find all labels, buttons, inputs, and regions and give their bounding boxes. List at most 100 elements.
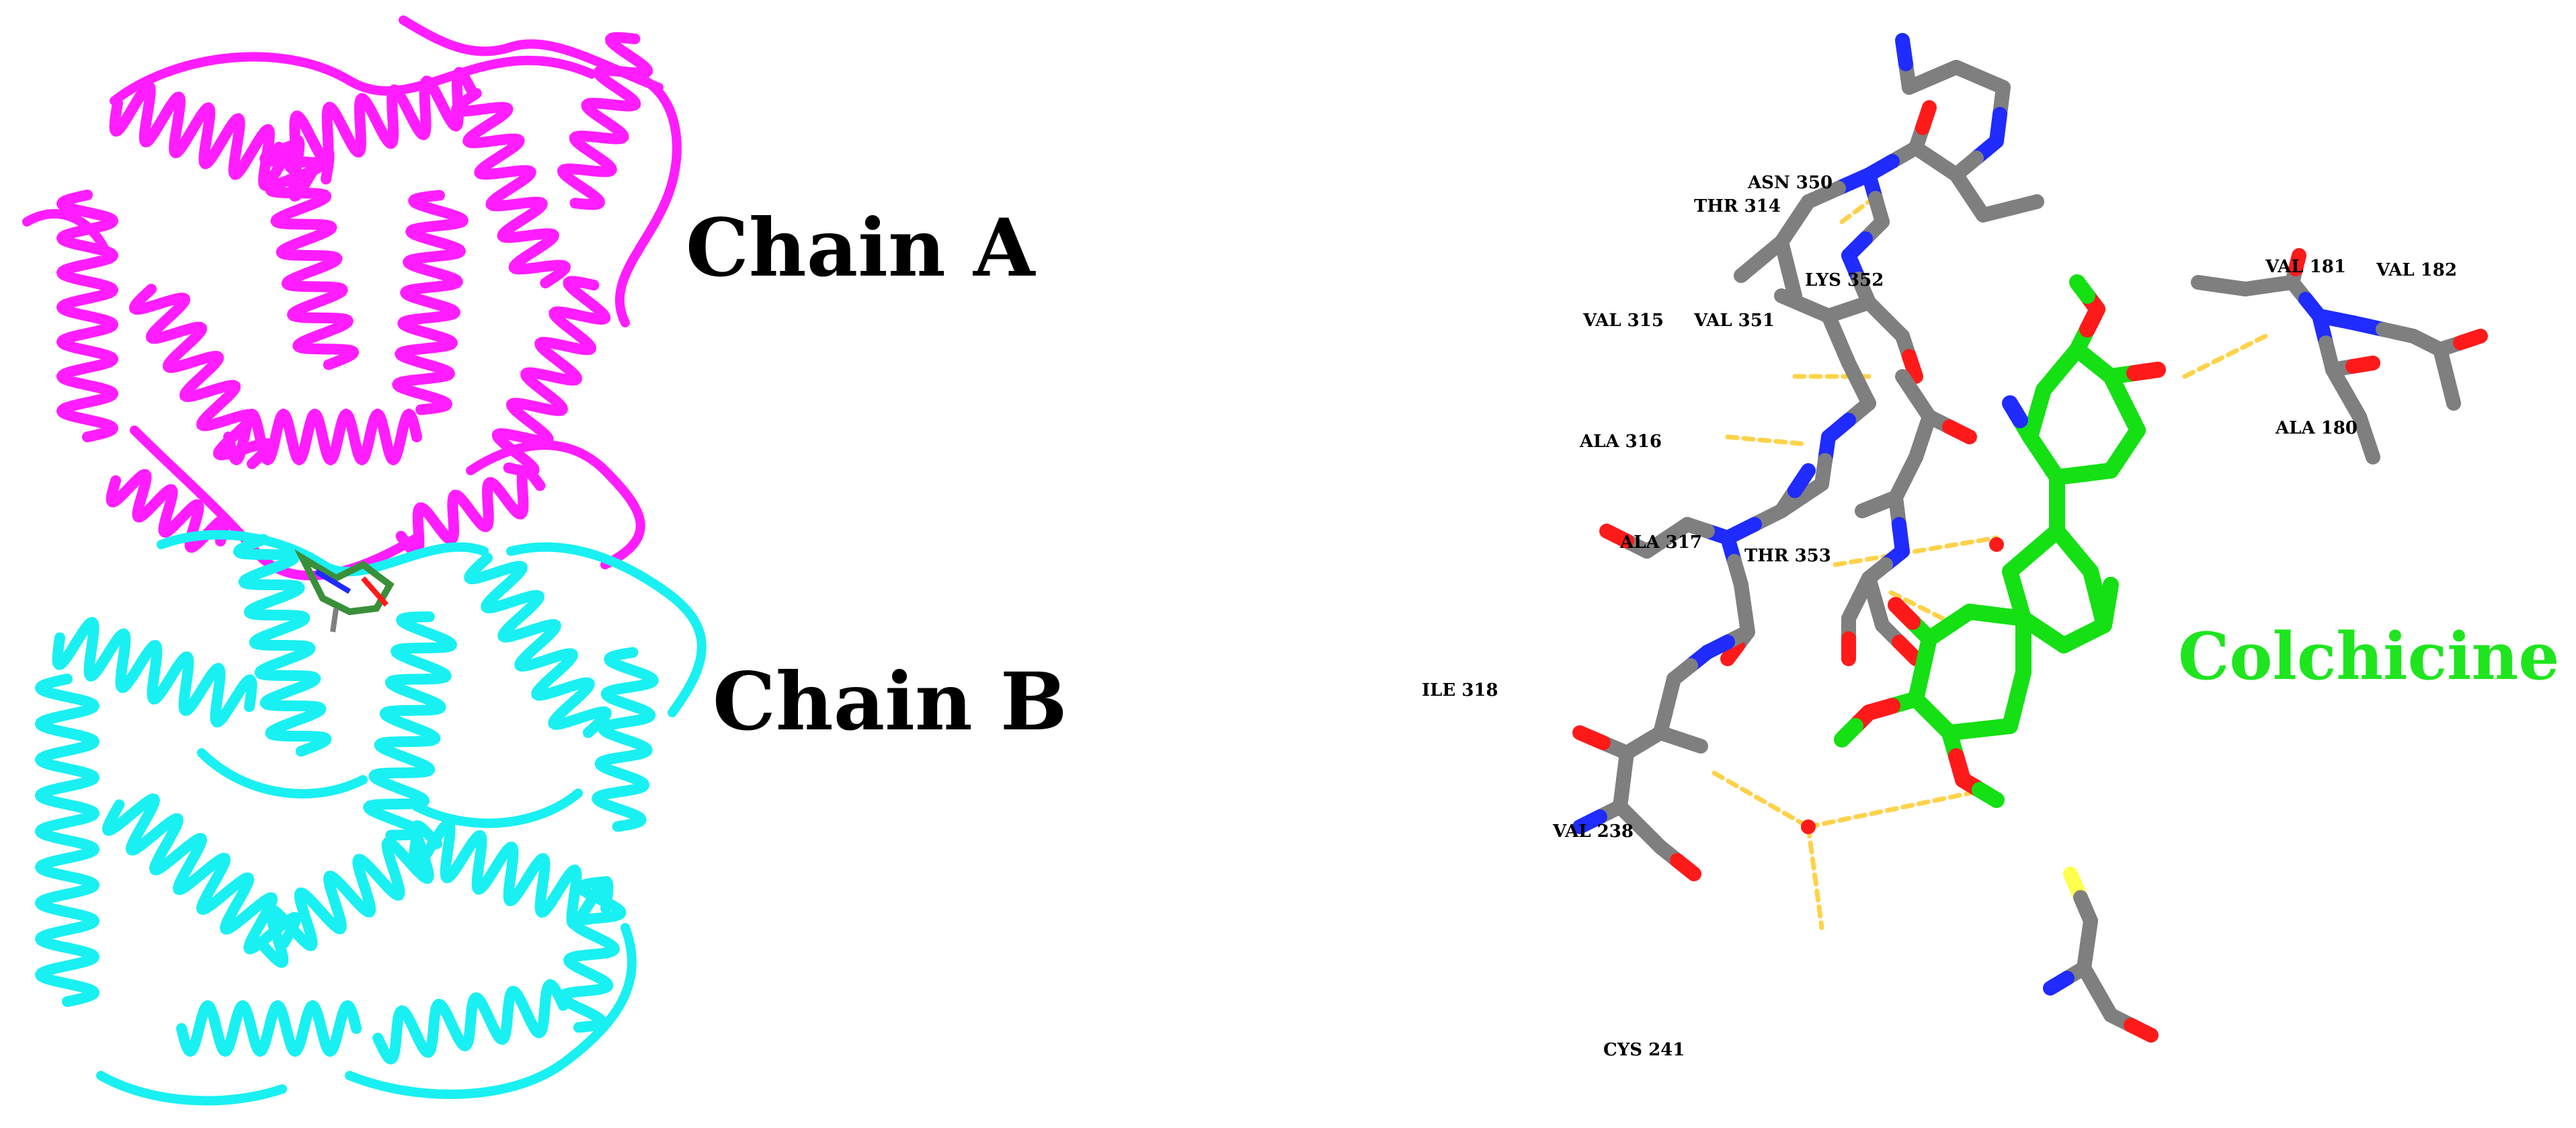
residue-label-ala316: ALA 316 [1579,432,1662,452]
chain-b-helix [257,820,442,968]
chain-a-helix [395,464,546,558]
chain-a-ribbon [22,15,682,581]
chain-a-loop [466,440,645,569]
residue-bond [1902,349,1923,384]
hydrogen-bond [1712,770,1811,830]
colchicine-bond [1972,782,2005,808]
residue-label-ala180: ALA 180 [2275,418,2358,438]
residue-bond [2345,356,2380,374]
hydrogen-bonds [1712,199,2268,930]
chain-a-helix [223,409,422,465]
colchicine-bond [1888,597,1921,630]
residue-bond [1720,638,1745,666]
residue-bond [1915,100,1937,135]
chain-b-loop [96,1071,287,1106]
residue-label-val238: VAL 238 [1552,821,1634,842]
chain-b-loop [157,530,489,577]
hydrogen-bond [1725,434,1804,446]
binding-site-figure: ASN 350 THR 314 LYS 352 VAL 181 VAL 182 … [1422,33,2559,1060]
residue-label-val315: VAL 315 [1582,311,1664,331]
chain-a-helix [259,140,359,370]
binding-site-panel: ASN 350 THR 314 LYS 352 VAL 181 VAL 182 … [1311,0,2576,1128]
residue-label-val182: VAL 182 [2376,260,2457,280]
residue-bond [2359,430,2380,465]
residue-bond [2003,194,2044,216]
residue-bond [1895,33,1913,71]
chain-a-helix [56,190,118,442]
protein-ribbon-figure: Chain A Chain B [22,15,1068,1106]
chain-b-helix [102,793,302,955]
hydrogen-bond [1806,824,1824,930]
residue-label-asn350: ASN 350 [1747,173,1833,193]
residue-label-thr314: THR 314 [1694,196,1781,216]
chain-b-helix [52,616,257,728]
chain-b-helix [35,674,99,1007]
colchicine-bond [1834,718,1863,748]
residue-label-val351: VAL 351 [1693,311,1775,331]
colchicine-sticks [1834,274,2166,808]
chain-a-loop [110,52,596,106]
hydrogen-bond [1839,199,1871,225]
colchicine-bond [2025,523,2065,559]
colchicine-bond [2126,362,2166,381]
water-molecules [1801,537,2004,834]
chain-a-helix [274,67,479,175]
chain-a-loop [399,15,663,92]
residue-label-ile318: ILE 318 [1422,680,1498,700]
residue-bond [1781,261,1802,303]
chain-b-helix [233,534,332,757]
residue-bond [1572,809,1607,834]
colchicine-bond [2002,395,2028,428]
chain-a-loop [22,209,112,260]
chain-b-loop [506,542,707,717]
chain-b-loop [345,923,637,1099]
hydrogen-bond [1806,791,1972,830]
bound-ligand-marker [294,549,395,633]
residue-bond [2288,248,2306,276]
residue-bond [2191,275,2229,293]
hydrogen-bond [1833,535,1999,567]
chain-a-helix [491,276,611,477]
chain-b-helix [557,876,627,1033]
residue-bond [1572,725,1611,750]
residue-label-thr353: THR 353 [1744,546,1831,566]
chain-a-helix [129,284,274,469]
residue-bond [1855,497,1886,518]
residue-bond [1892,635,1923,666]
chain-b-helix [176,1000,362,1057]
chain-b-ribbon [35,530,707,1106]
chain-b-helix [363,611,457,841]
chain-b-helix [408,818,614,930]
residue-bond [2043,971,2075,996]
residue-bond [1673,732,1708,754]
residue-bond [1670,853,1701,881]
chain-a-helix [451,88,571,288]
chain-a-helix [392,190,469,415]
water-oxygen [1989,537,2004,552]
residue-bond [1942,419,1977,444]
residue-label-ala317: ALA 317 [1619,532,1702,553]
chain-b-label: Chain B [713,655,1068,748]
residue-label-cys241: CYS 241 [1603,1040,1685,1060]
chain-b-helix [372,979,569,1065]
protein-structure-panel: Chain A Chain B [0,0,1143,1128]
residue-bond [1734,251,1769,283]
residue-bond [1774,288,1812,313]
chain-b-helix [464,553,612,738]
residue-bond [2453,329,2488,350]
chain-a-helix [557,32,653,210]
colchicine-bond [2099,577,2119,613]
chain-b-loop [412,789,583,828]
chain-a-loop [614,76,682,327]
chain-a-label: Chain A [686,201,1036,294]
residue-label-val181: VAL 181 [2265,257,2346,277]
residue-label-lys352: LYS 352 [1805,270,1884,290]
residue-bond [2440,369,2461,411]
hydrogen-bond [1886,589,1945,621]
water-oxygen [1801,819,1816,834]
chain-b-loop [197,748,368,799]
chain-a-helix [106,469,231,553]
colchicine-label: Colchicine [2178,618,2559,694]
chain-b-helix [592,647,659,832]
residue-sticks [1572,33,2488,1043]
